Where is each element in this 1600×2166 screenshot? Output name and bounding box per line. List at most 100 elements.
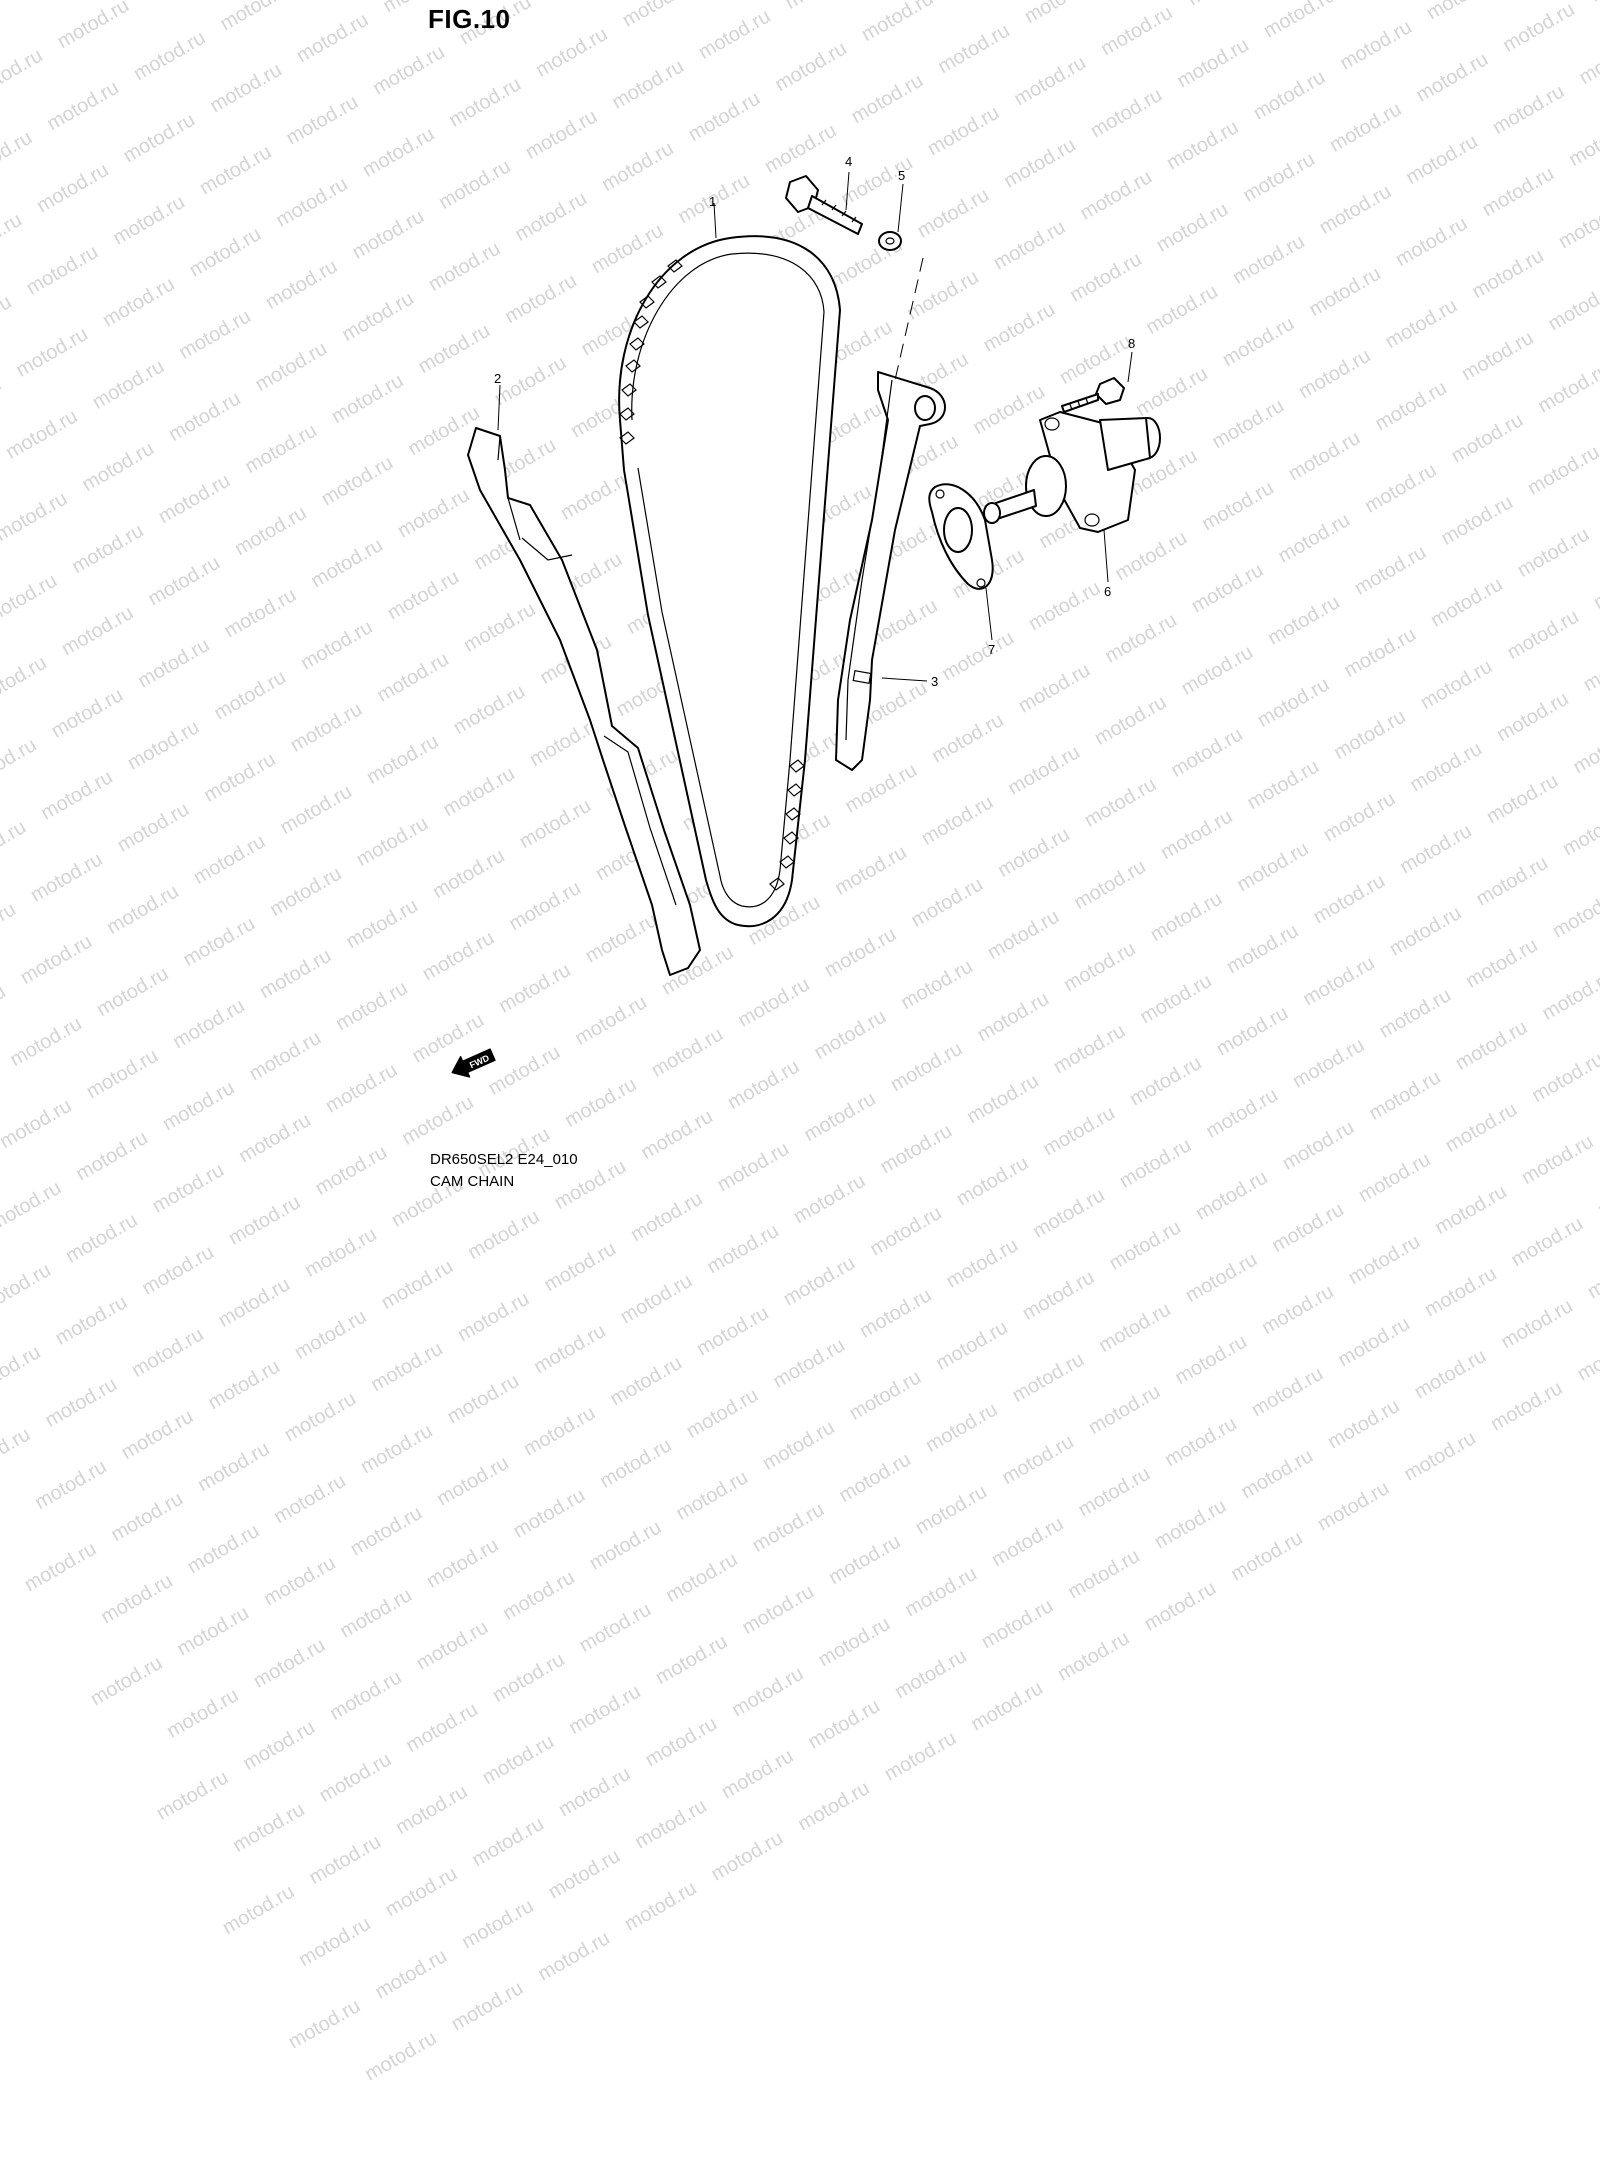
- watermark-text: motod.ru: [97, 1570, 177, 1629]
- watermark-text: motod.ru: [215, 1273, 295, 1332]
- watermark-text: motod.ru: [118, 1406, 198, 1465]
- parts-diagram: 1 2 3 4 5 6 7 8 FWD: [0, 0, 1600, 1200]
- watermark-text: motod.ru: [31, 1456, 111, 1515]
- watermark-text: motod.ru: [454, 1288, 534, 1347]
- watermark-text: motod.ru: [1400, 1427, 1480, 1486]
- watermark-text: motod.ru: [891, 1645, 971, 1704]
- watermark-text: motod.ru: [769, 1334, 849, 1393]
- watermark-text: motod.ru: [62, 1209, 142, 1268]
- bolt-4: [786, 176, 862, 234]
- chain-tensioner-6: [984, 412, 1160, 532]
- watermark-text: motod.ru: [1019, 1266, 1099, 1325]
- watermark-text: motod.ru: [738, 1581, 818, 1640]
- watermark-text: motod.ru: [631, 1795, 711, 1854]
- watermark-text: motod.ru: [641, 1713, 721, 1772]
- watermark-text: motod.ru: [41, 1373, 121, 1432]
- watermark-text: motod.ru: [942, 1234, 1022, 1293]
- watermark-text: motod.ru: [606, 1352, 686, 1411]
- watermark-text: motod.ru: [1334, 1313, 1414, 1372]
- watermark-text: motod.ru: [291, 1306, 371, 1365]
- watermark-text: motod.ru: [371, 1945, 451, 2004]
- callout-4: 4: [845, 154, 852, 169]
- watermark-text: motod.ru: [1574, 1327, 1600, 1386]
- watermark-text: motod.ru: [270, 1470, 350, 1529]
- watermark-text: motod.ru: [596, 1434, 676, 1493]
- watermark-text: motod.ru: [0, 1423, 35, 1482]
- watermark-text: motod.ru: [229, 1798, 309, 1857]
- watermark-text: motod.ru: [1161, 1413, 1241, 1472]
- watermark-text: motod.ru: [1258, 1281, 1338, 1340]
- watermark-text: motod.ru: [662, 1548, 742, 1607]
- watermark-text: motod.ru: [835, 1448, 915, 1507]
- watermark-text: motod.ru: [464, 1206, 544, 1265]
- gasket-7: [929, 484, 992, 589]
- watermark-text: motod.ru: [804, 1695, 884, 1754]
- watermark-text: motod.ru: [489, 1648, 569, 1707]
- watermark-text: motod.ru: [219, 1881, 299, 1940]
- watermark-text: motod.ru: [728, 1663, 808, 1722]
- watermark-text: motod.ru: [1140, 1577, 1220, 1636]
- watermark-text: motod.ru: [555, 1763, 635, 1822]
- watermark-text: motod.ru: [815, 1613, 895, 1672]
- watermark-text: motod.ru: [707, 1827, 787, 1886]
- watermark-text: motod.ru: [301, 1223, 381, 1282]
- watermark-text: motod.ru: [780, 1252, 860, 1311]
- watermark-text: motod.ru: [138, 1241, 218, 1300]
- watermark-text: motod.ru: [1227, 1527, 1307, 1586]
- watermark-text: motod.ru: [534, 1927, 614, 1986]
- watermark-text: motod.ru: [479, 1731, 559, 1790]
- watermark-text: motod.ru: [326, 1666, 406, 1725]
- figure-code: DR650SEL2 E24_010: [430, 1151, 578, 1168]
- watermark-text: motod.ru: [617, 1270, 697, 1329]
- watermark-text: motod.ru: [204, 1356, 284, 1415]
- watermark-text: motod.ru: [967, 1677, 1047, 1736]
- watermark-text: motod.ru: [1345, 1231, 1425, 1290]
- watermark-text: motod.ru: [499, 1566, 579, 1625]
- watermark-text: motod.ru: [998, 1431, 1078, 1490]
- watermark-text: motod.ru: [794, 1777, 874, 1836]
- washer-5: [879, 232, 901, 250]
- watermark-text: motod.ru: [672, 1466, 752, 1525]
- watermark-text: motod.ru: [1411, 1345, 1491, 1404]
- watermark-text: motod.ru: [881, 1727, 961, 1786]
- watermark-text: motod.ru: [846, 1366, 926, 1425]
- watermark-text: motod.ru: [0, 1341, 45, 1400]
- watermark-text: motod.ru: [1151, 1495, 1231, 1554]
- watermark-text: motod.ru: [1487, 1377, 1567, 1436]
- watermark-text: motod.ru: [586, 1516, 666, 1575]
- watermark-text: motod.ru: [683, 1384, 763, 1443]
- watermark-text: motod.ru: [128, 1323, 208, 1382]
- watermark-text: motod.ru: [458, 1895, 538, 1954]
- watermark-text: motod.ru: [703, 1220, 783, 1279]
- watermark-text: motod.ru: [336, 1584, 416, 1643]
- watermark-text: motod.ru: [1508, 1213, 1588, 1272]
- watermark-text: motod.ru: [347, 1502, 427, 1561]
- watermark-text: motod.ru: [1237, 1445, 1317, 1504]
- watermark-text: motod.ru: [856, 1284, 936, 1343]
- watermark-text: motod.ru: [912, 1481, 992, 1540]
- watermark-text: motod.ru: [377, 1256, 457, 1315]
- watermark-text: motod.ru: [621, 1877, 701, 1936]
- watermark-text: motod.ru: [367, 1338, 447, 1397]
- watermark-text: motod.ru: [1324, 1395, 1404, 1454]
- watermark-text: motod.ru: [52, 1291, 132, 1350]
- watermark-text: motod.ru: [1095, 1298, 1175, 1357]
- watermark-text: motod.ru: [413, 1616, 493, 1675]
- watermark-text: motod.ru: [423, 1534, 503, 1593]
- watermark-text: motod.ru: [1584, 1245, 1600, 1304]
- watermark-text: motod.ru: [1171, 1331, 1251, 1390]
- watermark-text: motod.ru: [184, 1520, 264, 1579]
- watermark-text: motod.ru: [1105, 1216, 1185, 1275]
- watermark-text: motod.ru: [21, 1538, 101, 1597]
- callout-6: 6: [1104, 584, 1111, 599]
- watermark-text: motod.ru: [545, 1845, 625, 1904]
- watermark-text: motod.ru: [1008, 1348, 1088, 1407]
- watermark-text: motod.ru: [250, 1634, 330, 1693]
- watermark-text: motod.ru: [87, 1652, 167, 1711]
- watermark-text: motod.ru: [361, 2027, 441, 2086]
- watermark-text: motod.ru: [509, 1484, 589, 1543]
- watermark-text: motod.ru: [575, 1598, 655, 1657]
- watermark-text: motod.ru: [1054, 1627, 1134, 1686]
- watermark-text: motod.ru: [225, 1191, 305, 1250]
- watermark-text: motod.ru: [260, 1552, 340, 1611]
